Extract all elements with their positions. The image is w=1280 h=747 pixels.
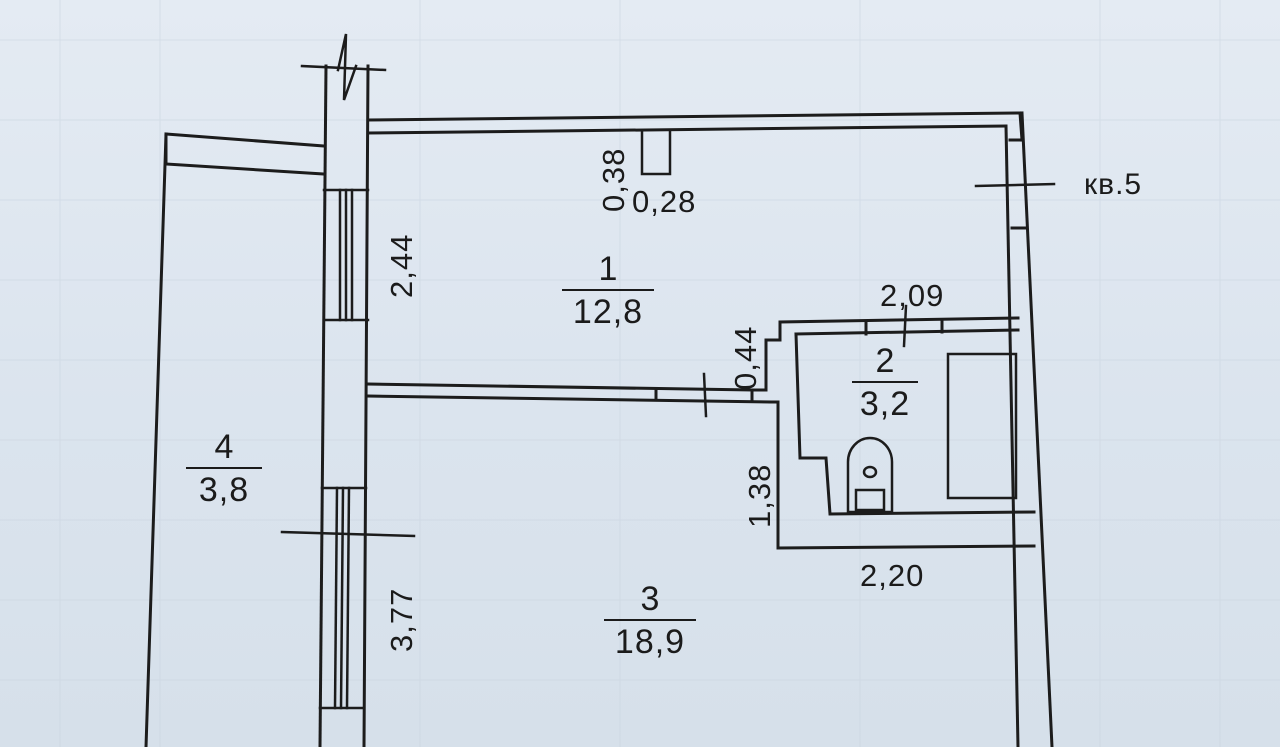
room-area: 3,2	[859, 385, 911, 423]
room-area: 18,9	[614, 623, 686, 661]
dim-niche-width: 0,28	[632, 184, 697, 219]
dim-niche-depth: 0,38	[596, 147, 631, 212]
apartment-boundary-mark	[974, 182, 1056, 188]
room-area: 3,8	[198, 471, 250, 509]
dim-bath-width-top: 2,09	[880, 278, 945, 313]
dim-bath-depth: 1,38	[742, 463, 777, 528]
fraction-bar	[852, 381, 918, 383]
window-room-3	[318, 486, 368, 710]
right-wall	[1004, 111, 1054, 747]
room-number: 4	[214, 428, 234, 466]
room-number: 1	[598, 250, 618, 288]
toilet-icon	[846, 436, 894, 514]
room-3-label: 3 18,9	[604, 582, 696, 659]
section-mark-left	[280, 530, 416, 538]
balcony-walls	[144, 132, 326, 747]
bathtub-icon	[946, 352, 1018, 500]
room-number: 2	[875, 342, 895, 380]
bath-dimension-tick	[902, 304, 908, 348]
apartment-label: кв.5	[1084, 168, 1143, 201]
dim-room1-width: 2,44	[384, 233, 419, 298]
room-2-label: 2 3,2	[852, 344, 918, 421]
window-room-1	[322, 188, 370, 322]
room-area: 12,8	[572, 293, 644, 331]
wall-break-symbol	[300, 33, 387, 101]
partition-1-3	[366, 382, 772, 404]
vent-niche	[640, 128, 672, 176]
dim-room3-width: 3,77	[384, 587, 419, 652]
room-4-label: 4 3,8	[186, 430, 262, 507]
dim-partition-gap: 0,44	[728, 325, 763, 390]
fraction-bar	[186, 467, 262, 469]
dim-bath-width-bottom: 2,20	[860, 558, 925, 593]
bathroom-walls	[750, 316, 1036, 550]
partition-dimension-tick	[702, 372, 708, 418]
room-1-label: 1 12,8	[562, 252, 654, 329]
fraction-bar	[562, 289, 654, 291]
room-number: 3	[640, 580, 660, 618]
fraction-bar	[604, 619, 696, 621]
exterior-wall-left	[318, 64, 370, 747]
top-wall	[366, 111, 1024, 142]
